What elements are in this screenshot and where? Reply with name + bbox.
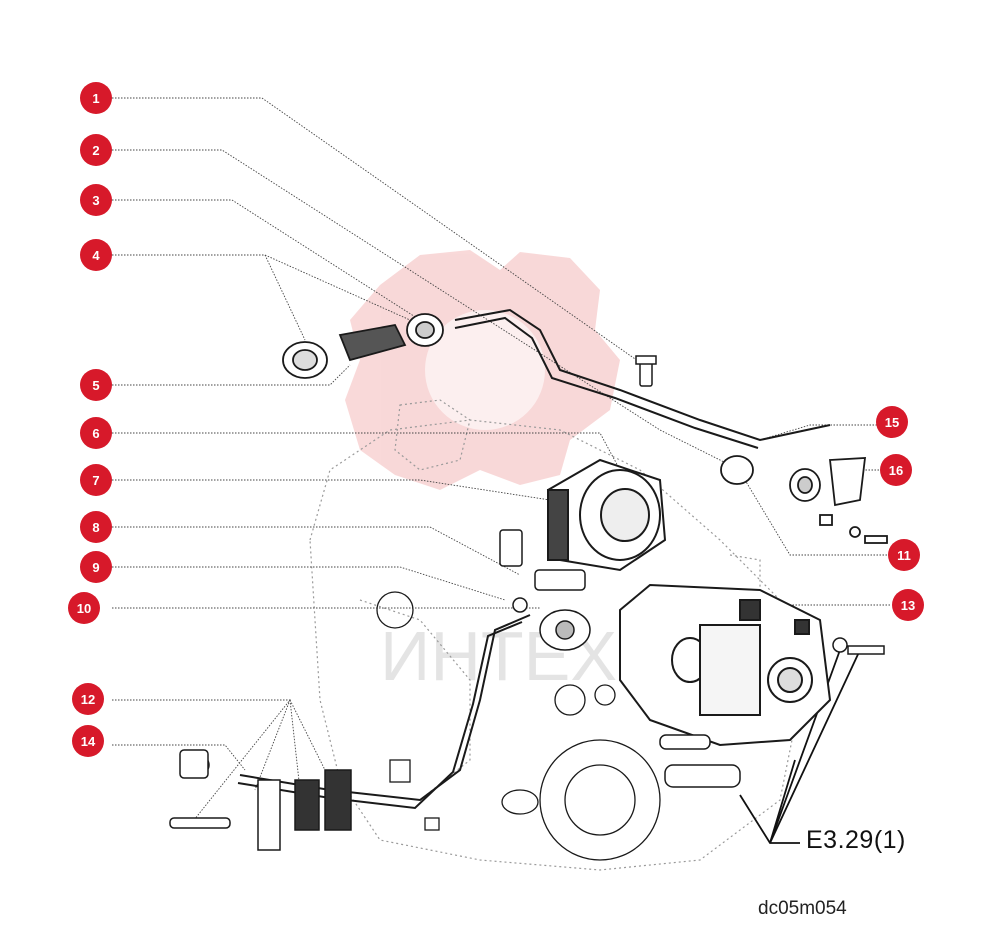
- callout-3[interactable]: 3: [80, 184, 112, 216]
- callout-8[interactable]: 8: [80, 511, 112, 543]
- leader-line-12b: [254, 699, 291, 791]
- pipe-clamps: [169, 749, 352, 851]
- leader-line-9: [112, 566, 506, 601]
- figure-reference: E3.29(1): [806, 826, 906, 854]
- hose-assembly: [282, 313, 444, 379]
- callout-9[interactable]: 9: [80, 551, 112, 583]
- flange-assembly: [546, 458, 667, 572]
- leader-line-7: [112, 479, 551, 501]
- leader-lines: [112, 97, 890, 826]
- callout-1[interactable]: 1: [80, 82, 112, 114]
- leader-line-3: [112, 199, 421, 321]
- leader-line-2: [112, 149, 741, 471]
- callout-12[interactable]: 12: [72, 683, 104, 715]
- injection-pump: [619, 583, 832, 747]
- leader-line-6: [112, 432, 621, 471]
- callout-4[interactable]: 4: [80, 239, 112, 271]
- fittings-8-10: [499, 529, 591, 651]
- leader-line-14: [112, 744, 246, 771]
- callout-5[interactable]: 5: [80, 369, 112, 401]
- pump-studs: [659, 637, 885, 788]
- callout-14[interactable]: 14: [72, 725, 104, 757]
- callout-11[interactable]: 11: [888, 539, 920, 571]
- callout-16[interactable]: 16: [880, 454, 912, 486]
- bolt-part-1: [635, 355, 657, 387]
- callout-6[interactable]: 6: [80, 417, 112, 449]
- parts-11-15-16: [720, 455, 888, 544]
- callout-7[interactable]: 7: [80, 464, 112, 496]
- leader-line-1: [112, 97, 649, 369]
- leader-line-11: [744, 479, 890, 556]
- leader-line-5: [112, 364, 351, 386]
- leader-line-4: [112, 254, 306, 341]
- leader-line-8: [112, 526, 521, 576]
- leader-line-15: [759, 424, 880, 441]
- callout-10[interactable]: 10: [68, 592, 100, 624]
- upper-pipe: [454, 308, 831, 449]
- leader-line-4b: [264, 254, 411, 321]
- image-code: dc05m054: [758, 898, 847, 919]
- callout-15[interactable]: 15: [876, 406, 908, 438]
- callout-2[interactable]: 2: [80, 134, 112, 166]
- callout-13[interactable]: 13: [892, 589, 924, 621]
- leader-line-12c: [289, 699, 301, 791]
- engine-lower-details: [376, 591, 661, 861]
